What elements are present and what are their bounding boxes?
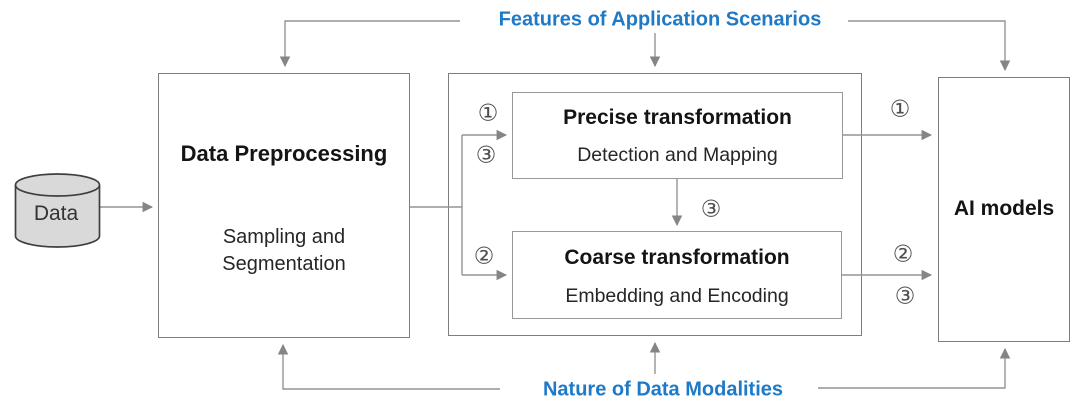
route-marker-precise-out-1: ① (889, 96, 911, 123)
route-marker-precise-in-1: ① (477, 100, 499, 127)
route-marker-coarse-out-2: ② (892, 241, 914, 268)
route-marker-precise-in-3: ③ (475, 142, 497, 169)
coarse-transformation-box: Coarse transformation Embedding and Enco… (512, 231, 842, 319)
ai-models-box: AI models (938, 77, 1070, 342)
data-preprocessing-box: Data Preprocessing Sampling and Segmenta… (158, 73, 410, 338)
data-preprocessing-title: Data Preprocessing (180, 141, 388, 166)
data-store-label: Data (33, 202, 79, 225)
route-marker-precise-to-coarse-3: ③ (700, 196, 722, 223)
features-banner-label: Features of Application Scenarios (498, 8, 822, 31)
nature-to-preprocessing-line (277, 343, 500, 390)
features-to-ai-models-line (848, 20, 1011, 72)
precise-transformation-box: Precise transformation Detection and Map… (512, 92, 843, 179)
coarse-transformation-title: Coarse transformation (564, 246, 790, 269)
route-marker-coarse-in-2: ② (473, 243, 495, 270)
nature-to-ai-models-line (818, 347, 1011, 389)
precise-transformation-subtitle: Detection and Mapping (577, 144, 778, 166)
coarse-transformation-subtitle: Embedding and Encoding (565, 285, 789, 307)
precise-transformation-title: Precise transformation (563, 106, 792, 129)
nature-banner-label: Nature of Data Modalities (542, 378, 784, 401)
route-marker-coarse-out-3: ③ (894, 283, 916, 310)
features-to-preprocessing-line (279, 20, 460, 68)
transformation-container-box (448, 73, 862, 336)
ai-models-title: AI models (953, 197, 1055, 220)
data-preprocessing-subtitle: Sampling and Segmentation (222, 226, 346, 275)
